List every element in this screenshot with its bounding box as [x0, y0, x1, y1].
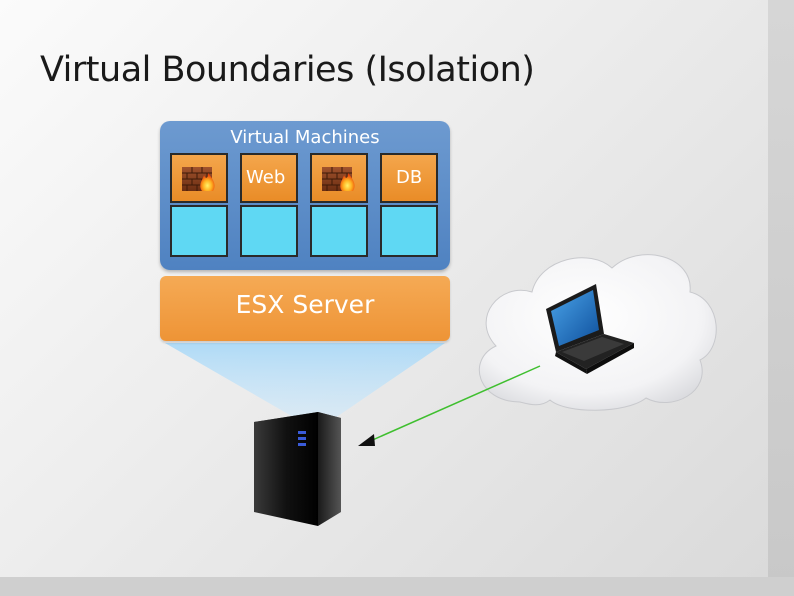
vm-3-os-layer — [310, 205, 368, 257]
projection-beam — [165, 343, 445, 418]
vm-1 — [170, 153, 228, 259]
esx-server-label: ESX Server — [235, 290, 375, 319]
laptop-icon — [546, 284, 634, 374]
vm-3 — [310, 153, 368, 259]
virtual-machines-label: Virtual Machines — [230, 127, 380, 148]
firewall-icon — [322, 167, 355, 191]
vm-db-os-layer — [380, 205, 438, 257]
vm-db: DB — [380, 153, 438, 259]
slide-right-strip — [768, 0, 794, 596]
vm-db-app-layer: DB — [380, 153, 438, 203]
vm-1-app-layer — [170, 153, 228, 203]
vm-web-app-layer: Web — [240, 153, 298, 203]
vm-web-label: Web — [246, 167, 286, 188]
vm-web: Web — [240, 153, 298, 259]
slide-title: Virtual Boundaries (Isolation) — [40, 50, 535, 90]
server-icon — [254, 412, 341, 526]
connection-arrow — [358, 365, 541, 446]
vm-db-label: DB — [396, 167, 423, 188]
vm-3-app-layer — [310, 153, 368, 203]
vm-1-os-layer — [170, 205, 228, 257]
slide-bottom-strip — [0, 577, 794, 596]
esx-server-layer: ESX Server — [160, 276, 450, 341]
virtual-machines-panel: Virtual Machines Web — [160, 121, 450, 270]
firewall-icon — [182, 167, 215, 191]
vm-web-os-layer — [240, 205, 298, 257]
